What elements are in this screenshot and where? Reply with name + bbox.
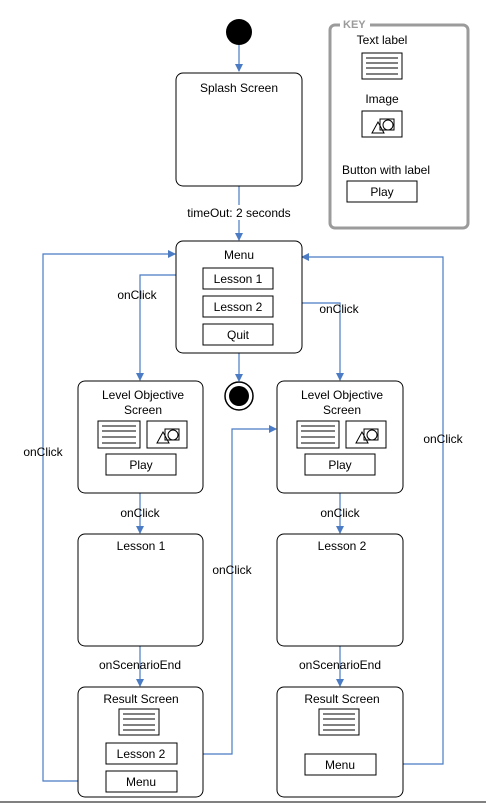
splash-screen-title: Splash Screen [200, 81, 278, 95]
result-left-text-icon [118, 708, 160, 736]
level-objective-right-play-button [304, 453, 376, 476]
onclick-left-loop-label: onClick [23, 445, 63, 459]
final-node [224, 381, 254, 411]
key-title: KEY [343, 19, 366, 31]
result-left-lesson2-label: Lesson 2 [117, 747, 166, 761]
image-icon [361, 110, 403, 138]
lesson2-state [276, 533, 404, 647]
onclick-right-loop-label: onClick [423, 432, 463, 446]
result-right-text-icon [318, 708, 360, 736]
result-left-menu-button [105, 770, 178, 793]
menu-lesson1-label: Lesson 1 [214, 272, 263, 286]
level-objective-right-title-line2: Screen [323, 403, 361, 417]
key-sample-button [346, 180, 418, 203]
level-objective-left-play-button [105, 453, 177, 476]
onscenarioend-left-label: onScenarioEnd [99, 658, 181, 672]
left-menu-loop-arrow [42, 250, 176, 782]
menu-quit-label: Quit [227, 328, 250, 342]
onscenarioend-right-label: onScenarioEnd [299, 658, 381, 672]
initial-node [226, 19, 252, 45]
result-lesson2-arrow [177, 425, 277, 755]
transition-arrows [42, 45, 444, 782]
onclick-play-right-label: onClick [320, 506, 360, 520]
key-sample-button-label: Play [370, 185, 393, 199]
menu-lesson2-label: Lesson 2 [214, 300, 263, 314]
result-left-lesson2-button [105, 742, 178, 765]
onclick-play-left-label: onClick [120, 506, 160, 520]
lesson1-state [77, 533, 204, 647]
onclick-lesson2-label: onClick [319, 302, 359, 316]
splash-screen-state [175, 72, 303, 187]
menu-lesson2-button [202, 295, 274, 318]
level-objective-left-title-line1: Level Objective [102, 388, 184, 402]
result-right-title: Result Screen [304, 692, 379, 706]
result-left-title: Result Screen [103, 692, 178, 706]
result-left-menu-label: Menu [126, 775, 156, 789]
key-text-label-caption: Text label [357, 33, 408, 47]
level-objective-right-play-label: Play [328, 458, 351, 472]
lesson2-title: Lesson 2 [318, 539, 367, 553]
onclick-result-lesson2-label: onClick [212, 563, 252, 577]
menu-title: Menu [224, 248, 254, 262]
level-objective-right-text-icon [296, 420, 340, 449]
level-objective-left-image-icon [146, 420, 188, 449]
transition-labels: timeOut: 2 seconds onClick onClick onCli… [23, 205, 464, 672]
right-menu-loop-arrow [301, 253, 444, 765]
result-right-menu-label: Menu [325, 758, 355, 772]
menu-lesson1-button [202, 267, 274, 290]
level-objective-left-title-line2: Screen [124, 403, 162, 417]
onclick-lesson1-label: onClick [117, 288, 157, 302]
key-button-caption: Button with label [342, 163, 430, 177]
key-legend: KEY Text label Image Button with label P… [328, 17, 470, 230]
result-right-menu-button [304, 753, 377, 776]
menu-quit-button [202, 323, 274, 346]
lesson1-title: Lesson 1 [117, 539, 166, 553]
level-objective-right-title-line1: Level Objective [301, 388, 383, 402]
level-objective-left-text-icon [97, 420, 141, 449]
text-label-icon [361, 52, 403, 80]
level-objective-left-play-label: Play [129, 458, 152, 472]
timeout-label: timeOut: 2 seconds [187, 206, 290, 220]
level-objective-right-image-icon [345, 420, 387, 449]
result-left-state [77, 686, 204, 798]
key-image-caption: Image [365, 92, 399, 106]
